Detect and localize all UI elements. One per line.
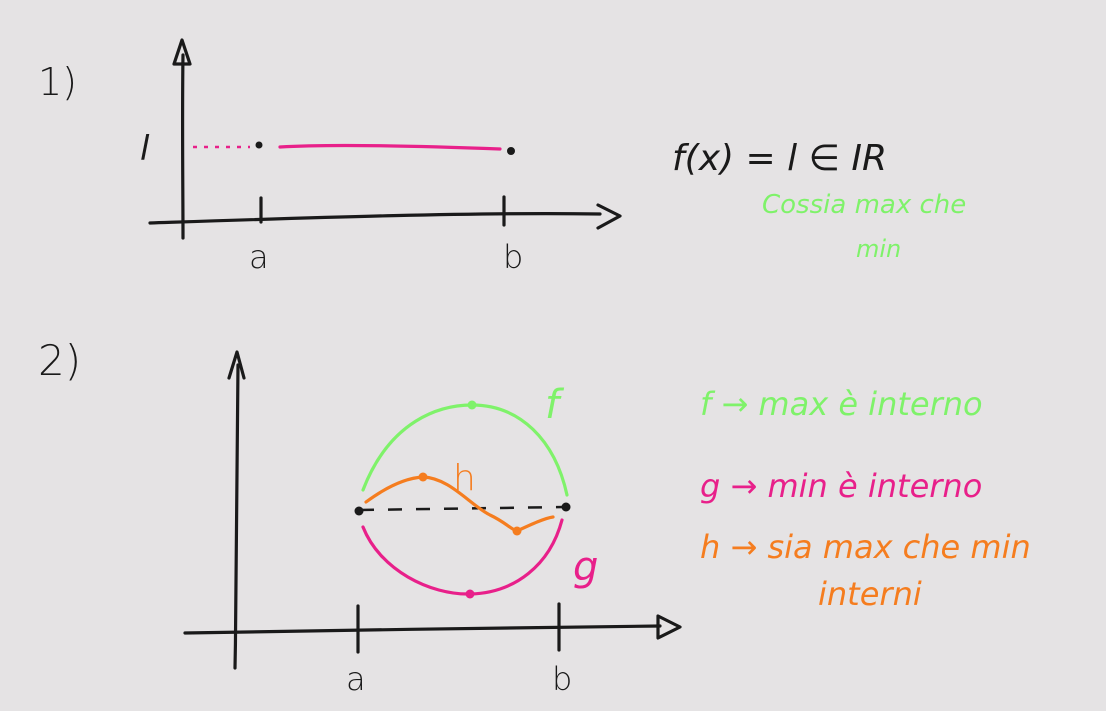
panel-2-y-arrow-icon bbox=[227, 350, 246, 380]
curve-h-max-point bbox=[418, 472, 428, 482]
curve-f-label: f bbox=[545, 382, 565, 428]
panel-2-y-axis bbox=[233, 363, 240, 670]
note-f: f → max è interno bbox=[700, 385, 983, 423]
note-g: g → min è interno bbox=[700, 467, 982, 505]
panel-1-constant-function bbox=[278, 143, 502, 151]
panel-1-formula: f(x) = l ∈ IR bbox=[672, 138, 887, 179]
panel-1-endpoint-b bbox=[507, 147, 515, 155]
curve-h-min-point bbox=[512, 526, 522, 536]
curve-f-max-point bbox=[467, 400, 477, 410]
panel-2-x-axis bbox=[183, 624, 662, 635]
panel-1-x-label-a: a bbox=[249, 238, 269, 276]
panel-1-number: 1) bbox=[38, 60, 77, 104]
panel-2-x-label-b: b bbox=[552, 660, 572, 698]
curve-g-min-point bbox=[465, 589, 475, 599]
panel-1-x-axis bbox=[148, 212, 602, 225]
curve-h-label: h bbox=[453, 458, 476, 499]
panel-2-endpoint-b bbox=[561, 502, 571, 512]
panel-1-note-line1: Cossia max che bbox=[762, 190, 966, 220]
note-h-line1: h → sia max che min bbox=[700, 528, 1031, 566]
panel-1-x-arrow-icon bbox=[596, 203, 622, 230]
panel-1-y-arrow-icon bbox=[172, 38, 192, 66]
panel-2-x-arrow-icon bbox=[656, 614, 682, 640]
panel-2: 2) a b f h g f → max è interno bbox=[38, 336, 1031, 698]
panel-1-x-label-b: b bbox=[503, 238, 523, 276]
dashed-chord bbox=[359, 505, 566, 512]
panel-1-y-label: l bbox=[140, 129, 150, 169]
note-h-line2: interni bbox=[818, 575, 922, 613]
curve-g-label: g bbox=[573, 544, 598, 590]
panel-2-endpoint-a bbox=[354, 506, 364, 516]
panel-2-x-label-a: a bbox=[346, 660, 366, 698]
curve-g bbox=[361, 518, 564, 596]
panel-1-endpoint-a bbox=[255, 141, 263, 149]
panel-1: 1) l a b f(x) = l ∈ IR Cossia max che mi… bbox=[38, 38, 966, 276]
curve-h bbox=[364, 475, 555, 533]
panel-1-note-line2: min bbox=[856, 235, 901, 263]
panel-2-number: 2) bbox=[38, 336, 81, 385]
